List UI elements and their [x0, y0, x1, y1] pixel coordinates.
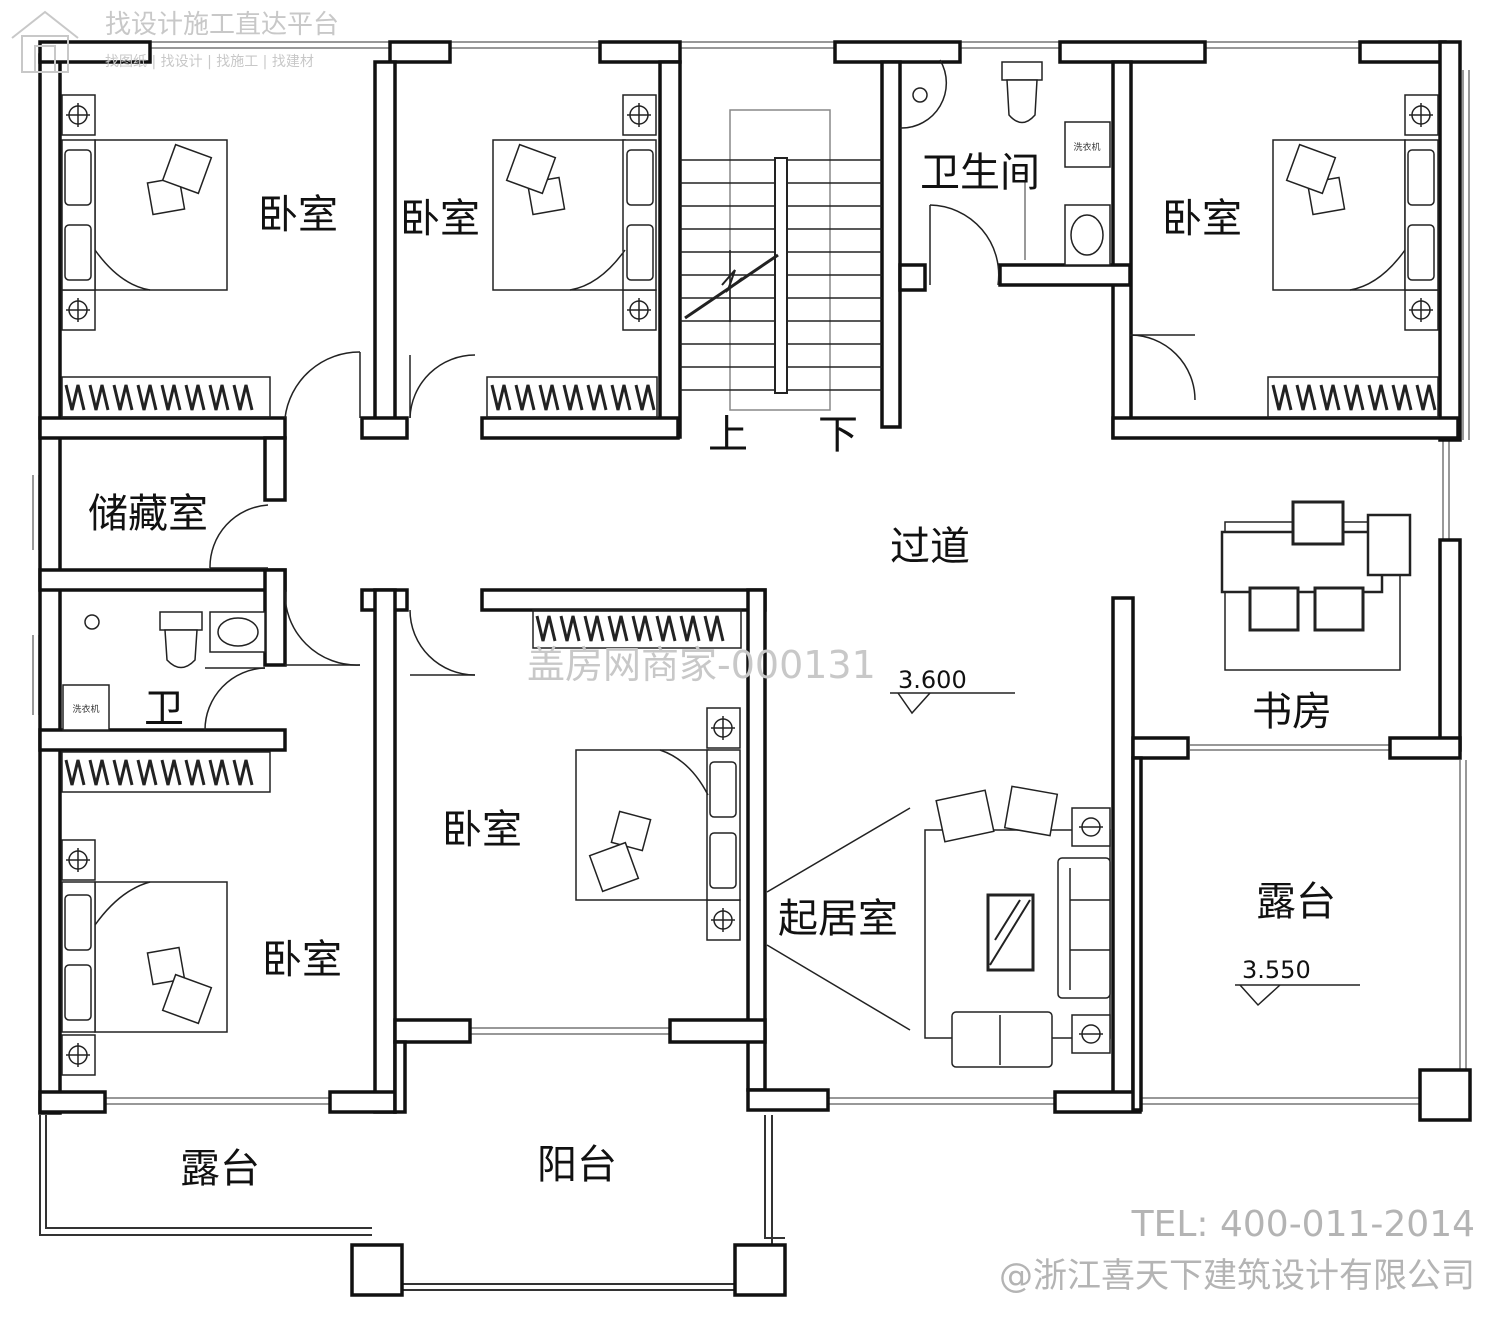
watermark-logo-title: 找设计施工直达平台 — [105, 10, 339, 40]
room-label-terrace-left: 露台 — [180, 1146, 260, 1192]
room-label-bedroom-1: 卧室 — [258, 192, 338, 238]
room-label-balcony: 阳台 — [537, 1142, 617, 1188]
terrace-elevation: 3.550 — [1242, 956, 1311, 984]
washer-label-top: 洗衣机 — [1073, 141, 1100, 153]
room-label-small-bath: 卫 — [144, 686, 184, 732]
staircase — [680, 109, 882, 411]
wardrobes — [61, 376, 1439, 793]
door-swings — [204, 59, 1196, 731]
room-label-terrace-right: 露台 — [1256, 879, 1336, 925]
house-logo-icon — [11, 10, 79, 73]
room-labels: 卧室 卧室 卫生间 卧室 储藏室 卫 过道 书房 卧室 卧室 起居室 露台 露台… — [88, 150, 1336, 1192]
stair-up-label: 上 — [708, 412, 748, 458]
watermark-tel: TEL: 400-011-2014 — [1131, 1204, 1475, 1245]
room-label-corridor: 过道 — [890, 524, 970, 570]
watermarks: 找设计施工直达平台 找图纸 | 找设计 | 找施工 | 找建材 盖房网商家-00… — [11, 10, 1475, 1296]
watermark-center: 盖房网商家-000131 — [527, 643, 876, 687]
beds — [61, 94, 1439, 1076]
living-furniture — [766, 785, 1111, 1068]
elevation-markers — [890, 692, 1360, 1007]
study-desk — [1220, 500, 1412, 671]
room-label-bedroom-5: 卧室 — [442, 807, 522, 853]
room-label-bedroom-4: 卧室 — [262, 937, 342, 983]
watermark-logo-links: 找图纸 | 找设计 | 找施工 | 找建材 — [105, 54, 314, 70]
room-label-storage: 储藏室 — [88, 491, 208, 537]
watermark-company: @浙江喜天下建筑设计有限公司 — [999, 1256, 1475, 1296]
room-label-bathroom: 卫生间 — [920, 150, 1040, 196]
windows — [32, 41, 1470, 1105]
stair-down-label: 下 — [818, 412, 858, 458]
bath-fixtures: 洗衣机 洗衣机 — [62, 61, 1111, 731]
room-label-bedroom-3: 卧室 — [1162, 196, 1242, 242]
floor-elevation: 3.600 — [898, 666, 967, 694]
room-label-living: 起居室 — [778, 896, 898, 942]
room-label-bedroom-2: 卧室 — [400, 196, 480, 242]
room-label-study: 书房 — [1252, 689, 1332, 735]
washer-label-bottom: 洗衣机 — [72, 703, 99, 715]
